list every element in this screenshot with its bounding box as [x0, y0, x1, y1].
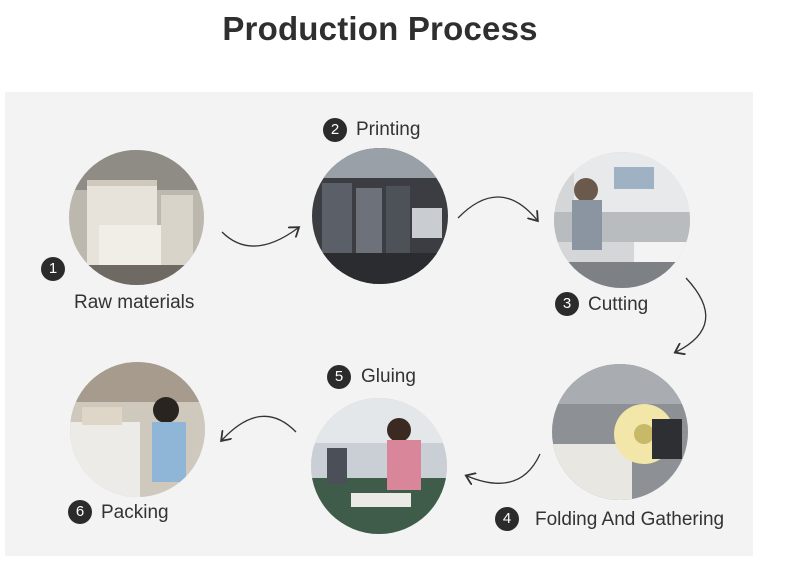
step-2-label: Printing [356, 119, 421, 140]
gluing-workshop-photo [311, 398, 447, 534]
step-3-number: 3 [555, 292, 579, 316]
step-3-label: Cutting [588, 294, 649, 315]
step-5-label: Gluing [361, 366, 416, 387]
step-4-label: Folding And Gathering [535, 509, 725, 530]
step-6-number: 6 [68, 500, 92, 524]
step-5-photo [311, 398, 447, 534]
page-title: Production Process [222, 10, 538, 47]
paper-stack-photo [69, 150, 204, 285]
step-2-photo [312, 148, 448, 284]
step-1-label: Raw materials [74, 292, 195, 313]
step-2-number: 2 [323, 118, 347, 142]
step-6-label: Packing [101, 502, 169, 523]
step-1-photo [69, 150, 204, 285]
packing-workshop-photo [70, 362, 205, 497]
step-6-photo [70, 362, 205, 497]
printing-press-photo [312, 148, 448, 284]
step-1-number: 1 [41, 257, 65, 281]
paper-cutter-photo [554, 152, 690, 288]
step-5-number: 5 [327, 365, 351, 389]
step-3-photo [554, 152, 690, 288]
step-4-number: 4 [495, 507, 519, 531]
step-4-photo [552, 364, 688, 500]
folding-machine-photo [552, 364, 688, 500]
